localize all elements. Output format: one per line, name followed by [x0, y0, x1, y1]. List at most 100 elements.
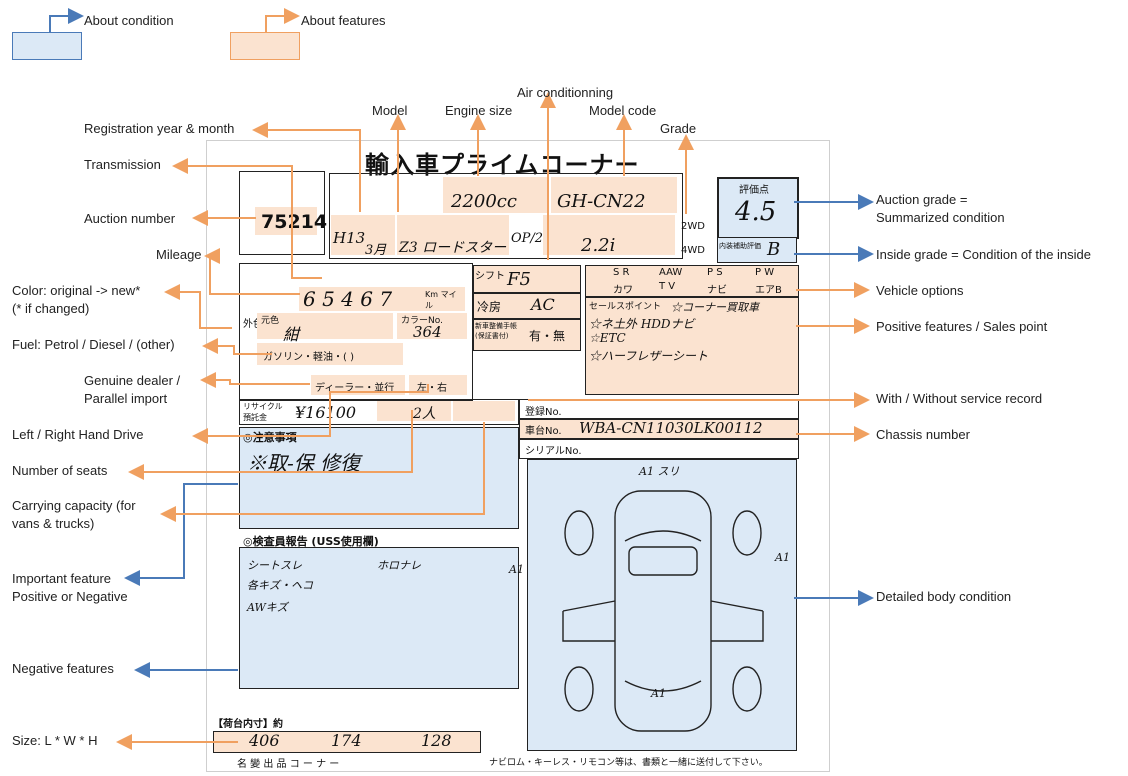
- legend-features-swatch: [230, 32, 300, 60]
- drive-2wd: 2WD: [681, 221, 705, 232]
- option-7: ナビ: [707, 285, 727, 296]
- chassis-number: WBA-CN11030LK00112: [579, 419, 763, 437]
- registration-cell: [331, 215, 395, 255]
- option-1: S R: [613, 267, 630, 278]
- serial-label: シリアルNo.: [525, 446, 582, 457]
- mileage-value: 6 5 4 6 7: [303, 287, 393, 311]
- door-count: OP/2: [511, 231, 544, 246]
- sales-point-box: [585, 297, 799, 395]
- recycle-value: ¥16100: [295, 403, 357, 422]
- inspector-box: [239, 547, 519, 689]
- inside-label: 内装補助評価: [719, 242, 761, 250]
- size-label: 【荷台内寸】約: [213, 719, 283, 730]
- body-mark-3: A1: [775, 551, 790, 564]
- color-cell: [257, 313, 393, 339]
- shift-cell: [473, 265, 581, 293]
- label-carrying-1: Carrying capacity (for: [12, 498, 136, 513]
- label-fuel: Fuel: Petrol / Diesel / (other): [12, 337, 175, 352]
- engine-cell: [443, 177, 547, 213]
- option-3: P S: [707, 267, 723, 278]
- mileage-cell: [299, 287, 465, 311]
- label-auction-grade-2: Summarized condition: [876, 210, 1005, 225]
- mileage-unit: Km マイル: [425, 290, 457, 310]
- fuel-cell: [257, 343, 403, 365]
- sales-label: セールスポイント: [589, 302, 662, 312]
- option-4: P W: [755, 267, 775, 278]
- sales-point-1: ☆コーナー買取車: [671, 301, 759, 314]
- chassis-label: 車台No.: [525, 426, 562, 437]
- color-no-label: カラーNo.: [401, 316, 443, 326]
- label-transmission: Transmission: [84, 157, 161, 172]
- option-6: T V: [659, 281, 676, 292]
- color-no-cell: [397, 313, 467, 339]
- model-code-cell: [551, 177, 677, 213]
- label-engine-size: Engine size: [445, 103, 513, 118]
- label-important-2: Positive or Negative: [12, 589, 128, 604]
- label-chassis: Chassis number: [876, 427, 970, 442]
- body-mark-4: A1: [651, 687, 666, 700]
- label-drive: Left / Right Hand Drive: [12, 427, 144, 442]
- inspector-label: ◎検査員報告 (USS使用欄): [243, 535, 379, 548]
- dealer-value: ディーラー・並行: [315, 383, 395, 394]
- service-cell: [473, 319, 581, 351]
- label-seats: Number of seats: [12, 463, 108, 478]
- label-color-2: (* if changed): [12, 301, 90, 316]
- grade-cell: [543, 215, 675, 255]
- label-service-record: With / Without service record: [876, 391, 1043, 406]
- ac-cell: [473, 293, 581, 319]
- label-negative: Negative features: [12, 661, 114, 676]
- drive-4wd: 4WD: [681, 245, 705, 256]
- sheet-title: 輸入車プライムコーナー: [365, 151, 640, 179]
- service-label: 新車整備手帳(保証書付): [475, 322, 517, 340]
- label-mileage: Mileage: [156, 247, 202, 262]
- label-color-1: Color: original -> new*: [12, 283, 141, 298]
- sales-point-3: ☆ETC: [589, 331, 626, 345]
- color-label: 外色: [243, 319, 263, 330]
- inside-grade: B: [767, 239, 781, 260]
- inspector-note-1: シートスレ: [247, 559, 302, 572]
- label-model-code: Model code: [589, 103, 657, 118]
- label-auction-grade-1: Auction grade =: [876, 192, 968, 207]
- label-positive: Positive features / Sales point: [876, 319, 1048, 334]
- inspector-note-3: 各キズ・ヘコ: [247, 579, 313, 592]
- sales-point-4: ☆ハーフレザーシート: [589, 349, 709, 363]
- engine-size: 2200cc: [451, 191, 517, 212]
- legend-features-label: About features: [301, 13, 386, 28]
- option-5: カワ: [613, 285, 633, 296]
- color-original-label: 元色: [261, 316, 280, 326]
- auction-grade: 4.5: [735, 197, 777, 227]
- legend-condition-label: About condition: [84, 13, 174, 28]
- label-body: Detailed body condition: [876, 589, 1012, 604]
- label-auction-number: Auction number: [84, 211, 176, 226]
- notes-label: ◎注意事項: [243, 431, 297, 444]
- grade-value: 2.2i: [581, 235, 616, 256]
- ac-value: AC: [531, 295, 555, 314]
- registration-block: [329, 173, 683, 259]
- reg-label: 登録No.: [525, 407, 562, 418]
- label-model: Model: [372, 103, 408, 118]
- chassis-row: [519, 419, 799, 439]
- service-value: 有・無: [529, 329, 566, 343]
- serial-row: [519, 439, 799, 459]
- auction-grade-box: [717, 177, 799, 239]
- label-air-conditioning: Air conditionning: [517, 85, 614, 100]
- carrying-cell: [453, 401, 515, 421]
- legend-condition-swatch: [12, 32, 82, 60]
- model-name-cell: [397, 215, 509, 255]
- label-inside-grade: Inside grade = Condition of the inside: [876, 247, 1092, 262]
- handle-value: 左・右: [417, 383, 447, 394]
- shift-label: シフト: [475, 271, 505, 282]
- options-grid: [585, 265, 799, 297]
- body-diagram: [527, 459, 797, 751]
- shift-value: F5: [507, 269, 531, 290]
- notes-text: ※取-保 修復: [247, 451, 361, 475]
- size-width: 174: [331, 731, 362, 750]
- auction-number: 75214: [261, 211, 328, 233]
- recycle-label: リサイクル預託金: [243, 402, 283, 422]
- color-no: 364: [413, 323, 442, 341]
- seats-value: 2人: [413, 406, 436, 422]
- size-height: 128: [421, 731, 452, 750]
- size-length: 406: [249, 731, 280, 750]
- label-carrying-2: vans & trucks): [12, 516, 95, 531]
- label-size: Size: L * W * H: [12, 733, 98, 748]
